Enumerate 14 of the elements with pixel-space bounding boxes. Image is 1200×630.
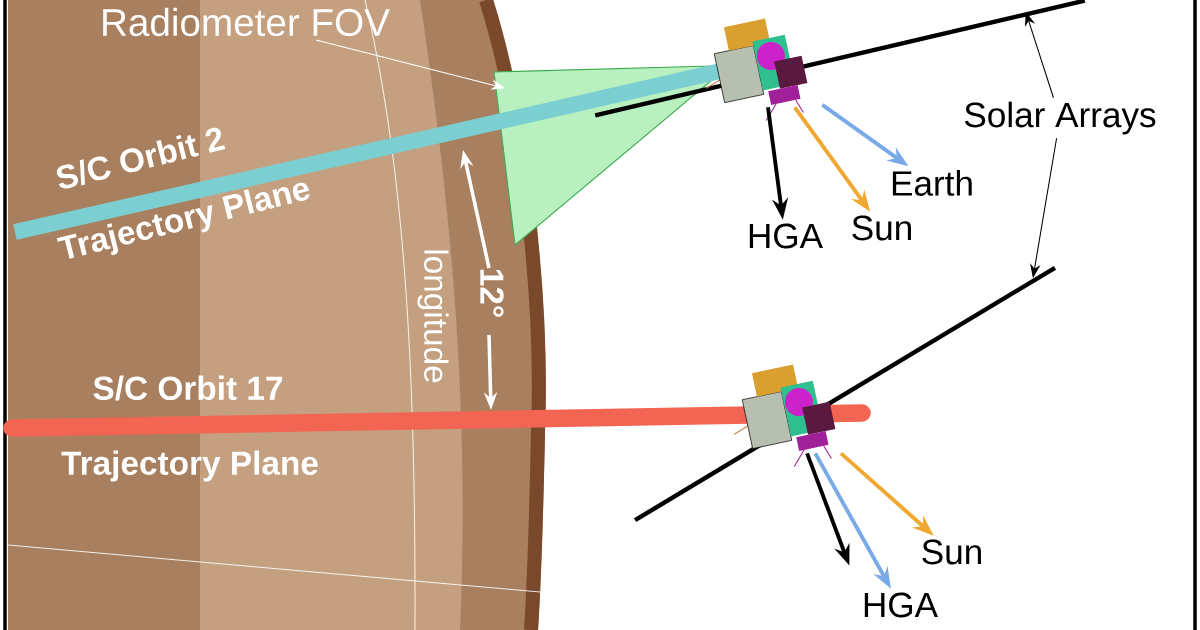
- text-label: Earth: [892, 170, 972, 196]
- text-label: S/C Orbit 2: [56, 127, 226, 189]
- spacecraft-drawing: [705, 18, 808, 121]
- text-label: HGA: [864, 592, 938, 618]
- text-label: HGA: [749, 223, 823, 249]
- text-label: Solar Arrays: [964, 101, 1156, 135]
- spacecraft-drawing: [733, 364, 836, 467]
- text-label: longitude: [417, 250, 449, 383]
- text-label: 12°: [480, 269, 504, 317]
- text-label: S/C Orbit 17: [93, 375, 283, 401]
- text-label: Trajectory Plane: [61, 450, 318, 482]
- text-label: Sun: [922, 539, 981, 565]
- text-label: Sun: [852, 215, 911, 241]
- text-label: Radiometer FOV: [103, 7, 390, 37]
